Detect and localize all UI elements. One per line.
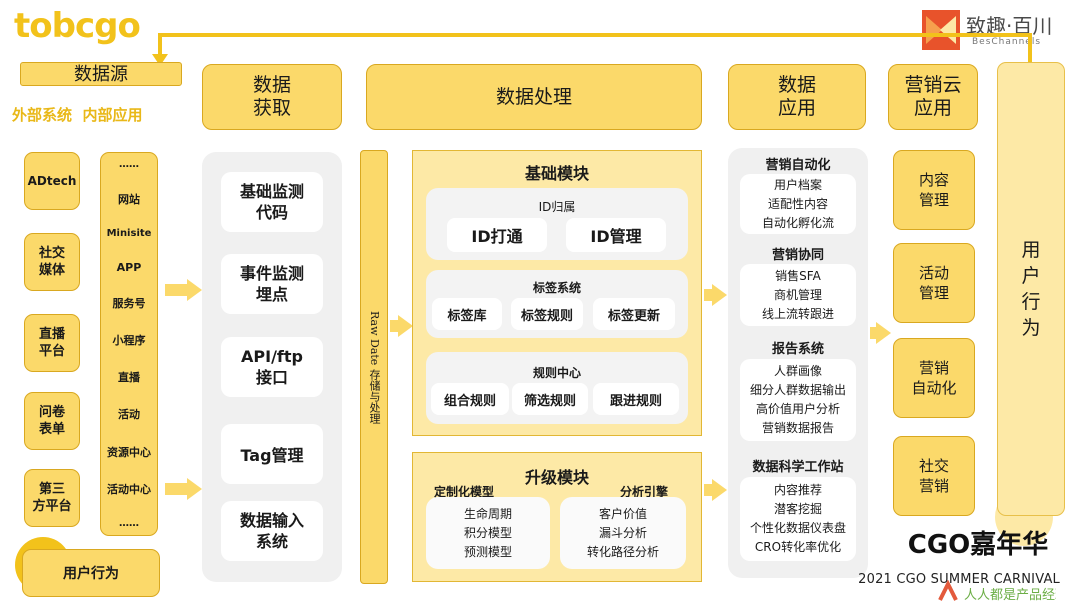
internal-item: Minisite xyxy=(106,228,152,240)
apply-item: 潜客挖掘 xyxy=(773,502,822,516)
user-behavior-bottom: 用户行为 xyxy=(22,549,160,597)
rule-combine: 组合规则 xyxy=(431,383,509,415)
id-section-title: ID归属 xyxy=(538,200,576,214)
header-data-apply: 数据 应用 xyxy=(728,64,866,130)
acquire-basic-tracking: 基础监测 代码 xyxy=(221,172,323,232)
apply-item: 内容推荐 xyxy=(773,483,822,497)
apply-item: CRO转化率优化 xyxy=(754,540,842,554)
apply-item: 适配性内容 xyxy=(767,196,828,211)
rule-follow-up: 跟进规则 xyxy=(593,383,679,415)
apply-group-box: 内容推荐 潜客挖掘 个性化数据仪表盘 CRO转化率优化 xyxy=(740,477,856,561)
analysis-engine-title: 分析引擎 xyxy=(620,485,669,499)
header-data-acquire: 数据 获取 xyxy=(202,64,342,130)
header-marketing-cloud: 营销云 应用 xyxy=(888,64,978,130)
internal-item: 服务号 xyxy=(112,296,146,310)
custom-model-title: 定制化模型 xyxy=(434,485,495,499)
id-management: ID管理 xyxy=(566,218,666,252)
arrow-storage-process xyxy=(390,315,413,337)
acquire-data-input: 数据输入 系统 xyxy=(221,501,323,561)
apply-group-box: 用户档案 适配性内容 自动化孵化流 xyxy=(740,174,856,234)
apply-group-box: 销售SFA 商机管理 线上流转跟进 xyxy=(740,264,856,326)
apply-item: 营销数据报告 xyxy=(761,421,834,435)
internal-item: 活动 xyxy=(118,408,140,422)
internal-item: 网站 xyxy=(118,193,140,207)
internal-item: 小程序 xyxy=(112,333,146,347)
event-subtitle: 2021 CGO SUMMER CARNIVAL xyxy=(858,572,1060,587)
custom-model-box: 生命周期 积分模型 预测模型 xyxy=(426,497,550,569)
arrow-upgrade-apply xyxy=(704,479,727,501)
internal-item: 直播 xyxy=(118,371,140,385)
source-adtech: ADtech xyxy=(24,152,80,210)
internal-item: 活动中心 xyxy=(107,482,151,496)
arrow-basic-apply xyxy=(704,284,727,306)
apply-item: 个性化数据仪表盘 xyxy=(749,521,846,535)
upgrade-module-title: 升级模块 xyxy=(524,468,589,487)
user-behavior-right: 用 户 行 为 xyxy=(997,62,1065,516)
beschannels-mark-icon xyxy=(922,10,960,50)
apply-item: 商机管理 xyxy=(773,287,822,302)
source-social-media: 社交 媒体 xyxy=(24,233,80,291)
apply-item: 用户档案 xyxy=(773,177,822,192)
rule-section-title: 规则中心 xyxy=(532,366,581,380)
apply-item: 自动化孵化流 xyxy=(761,215,834,230)
header-data-process: 数据处理 xyxy=(366,64,702,130)
source-third-party: 第三 方平台 xyxy=(24,469,80,527)
apply-group-title: 营销自动化 xyxy=(765,158,831,173)
internal-item: …… xyxy=(119,159,139,170)
custom-model-item: 积分模型 xyxy=(463,525,512,540)
arrow-sources-acquire xyxy=(165,279,202,301)
id-merge: ID打通 xyxy=(447,218,547,252)
source-subtitle: 外部系统 内部应用 xyxy=(12,106,143,124)
arrow-apply-cloud xyxy=(870,322,891,344)
internal-apps-list: …… 网站 Minisite APP 服务号 小程序 直播 活动 资源中心 活动… xyxy=(100,152,158,536)
tag-update: 标签更新 xyxy=(593,298,675,330)
custom-model-item: 生命周期 xyxy=(463,506,512,521)
cloud-social-marketing: 社交 营销 xyxy=(893,436,975,516)
tobcgo-logo: tobcgo xyxy=(14,6,141,46)
arrow-sources-acquire-lower xyxy=(165,478,202,500)
internal-item: …… xyxy=(119,517,139,529)
apply-item: 细分人群数据输出 xyxy=(749,383,846,397)
analysis-engine-box: 客户价值 漏斗分析 转化路径分析 xyxy=(560,497,686,569)
analysis-engine-item: 漏斗分析 xyxy=(598,525,647,540)
acquire-event-tracking: 事件监测 埋点 xyxy=(221,254,323,314)
internal-item: 资源中心 xyxy=(107,445,151,459)
watermark-text: 人人都是产品经理 xyxy=(964,588,1056,603)
basic-module-title: 基础模块 xyxy=(524,164,589,183)
source-live-platform: 直播 平台 xyxy=(24,314,80,372)
watermark-icon xyxy=(938,580,958,601)
apply-item: 人群画像 xyxy=(773,364,822,378)
tag-library: 标签库 xyxy=(432,298,502,330)
acquire-tag-management: Tag管理 xyxy=(221,424,323,484)
source-survey-form: 问卷 表单 xyxy=(24,392,80,450)
cloud-content-management: 内容 管理 xyxy=(893,150,975,230)
raw-data-storage: Raw Date 存储与处理 xyxy=(360,150,388,584)
tag-rules: 标签规则 xyxy=(511,298,583,330)
apply-item: 高价值用户分析 xyxy=(755,402,840,416)
cloud-marketing-automation: 营销 自动化 xyxy=(893,338,975,418)
apply-group-title: 报告系统 xyxy=(771,342,824,357)
apply-group-box: 人群画像 细分人群数据输出 高价值用户分析 营销数据报告 xyxy=(740,359,856,441)
tag-section-title: 标签系统 xyxy=(532,281,581,295)
internal-item: APP xyxy=(116,260,142,274)
acquire-api-ftp: API/ftp 接口 xyxy=(221,337,323,397)
raw-data-storage-label: Raw Date 存储与处理 xyxy=(368,310,381,424)
apply-item: 销售SFA xyxy=(775,268,821,283)
apply-group-title: 数据科学工作站 xyxy=(752,460,844,475)
header-data-source: 数据源 xyxy=(20,62,182,86)
cloud-event-management: 活动 管理 xyxy=(893,243,975,323)
apply-item: 线上流转跟进 xyxy=(761,306,834,321)
event-title: CGO嘉年华 xyxy=(907,530,1049,560)
analysis-engine-item: 转化路径分析 xyxy=(586,544,659,559)
analysis-engine-item: 客户价值 xyxy=(598,506,647,521)
watermark-logo: 人人都是产品经理 xyxy=(936,580,1056,606)
rule-filter: 筛选规则 xyxy=(512,383,588,415)
feedback-arrow xyxy=(152,33,1032,66)
custom-model-item: 预测模型 xyxy=(463,544,512,559)
apply-group-title: 营销协同 xyxy=(771,248,824,263)
user-behavior-right-label: 用 户 行 为 xyxy=(1021,239,1041,339)
beschannels-en: BesChannels xyxy=(972,37,1042,47)
